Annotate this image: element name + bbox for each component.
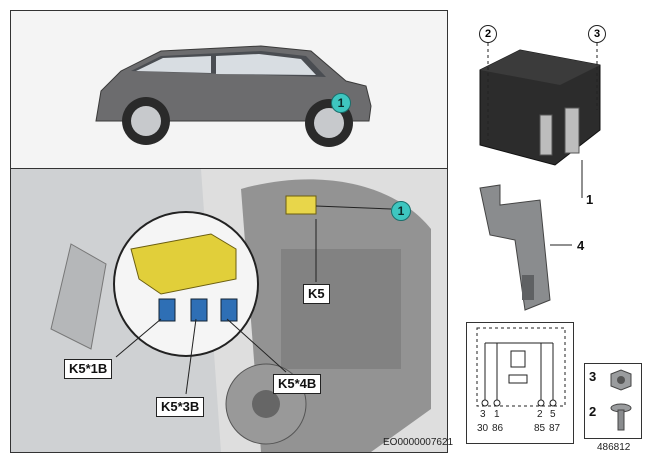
part-callout-2: 2 (479, 25, 497, 43)
label-k5-3b: K5*3B (156, 397, 205, 417)
callout-1-car: 1 (331, 93, 351, 113)
engine-bay-illustration (11, 169, 447, 453)
label-k5-4b: K5*4B (273, 374, 322, 394)
part-label-1: 1 (586, 192, 594, 207)
image-code: EO0000007621 (383, 437, 454, 448)
relay-schematic: 3 1 2 5 30 86 85 87 (466, 322, 574, 444)
pin-1: 1 (494, 409, 500, 420)
engine-panel: 1 K5 K5*1B K5*3B K5*4B EO0000007621 (10, 168, 453, 453)
part-code: 486812 (597, 442, 631, 453)
pin-5: 5 (550, 409, 556, 420)
pin-3: 3 (480, 409, 486, 420)
schematic-diagram (476, 327, 566, 407)
fastener-label-2: 2 (589, 404, 597, 419)
bracket-illustration (479, 184, 572, 311)
vehicle-illustration (95, 45, 372, 147)
pin-87: 87 (549, 423, 561, 434)
label-k5-1b: K5*1B (64, 359, 113, 379)
part-label-4: 4 (577, 238, 585, 253)
fasteners-panel: 3 2 (584, 363, 642, 439)
pin-86: 86 (492, 423, 504, 434)
fastener-icons (610, 369, 632, 431)
pin-2: 2 (537, 409, 543, 420)
callout-1-engine: 1 (391, 201, 411, 221)
part-callout-3: 3 (588, 25, 606, 43)
relay-illustration (479, 25, 601, 198)
pin-85: 85 (534, 423, 546, 434)
vehicle-panel: 1 (10, 10, 448, 169)
pin-30: 30 (477, 423, 489, 434)
label-k5: K5 (303, 284, 330, 304)
fastener-label-3: 3 (589, 369, 597, 384)
